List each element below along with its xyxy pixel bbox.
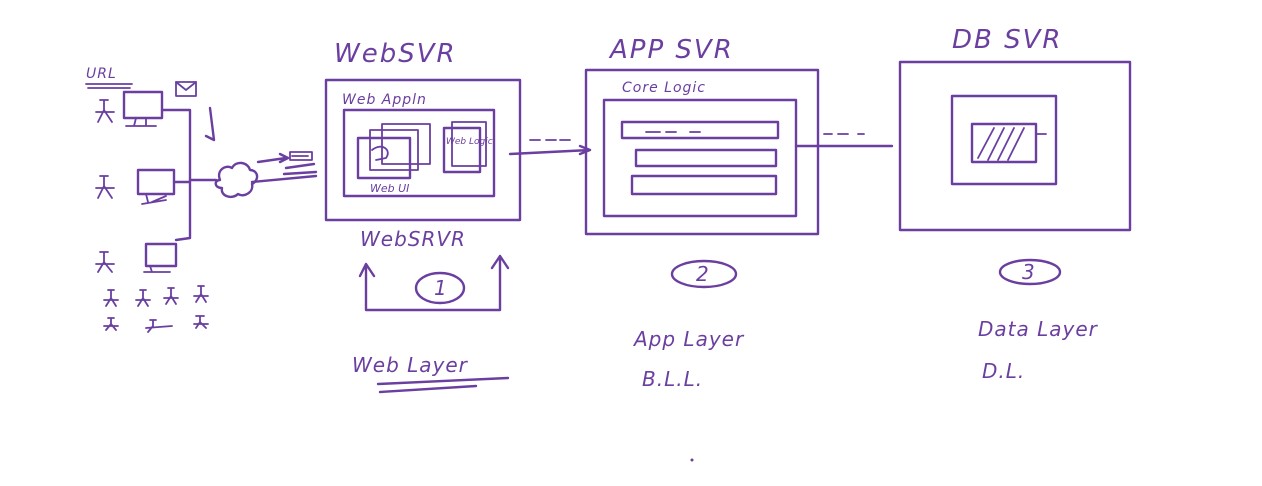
tier-number-circle-1 [414, 271, 466, 305]
database-table-icon [970, 122, 1047, 164]
tier-number-3: 3 [1022, 260, 1036, 284]
web-appln-label: Web Appln [342, 92, 427, 108]
core-logic-label: Core Logic [622, 80, 706, 96]
client-user-1 [95, 90, 164, 127]
client-bus-line [160, 108, 192, 242]
client-user-2 [95, 168, 176, 205]
core-logic-row-1 [620, 120, 780, 140]
tier-number-2: 2 [696, 262, 710, 286]
db-inner-box [950, 94, 1058, 186]
tier-db: DB SVR 3 Data Layer D.L. [898, 25, 1132, 383]
core-logic-box [602, 98, 798, 218]
url-underline [85, 83, 133, 89]
monitor-icon [143, 242, 178, 273]
packet-icon [282, 151, 318, 176]
user-crowd [103, 285, 209, 333]
dbsvr-title: DB SVR [952, 25, 1062, 55]
client-user-3 [95, 242, 178, 273]
monitor-icon [136, 168, 176, 205]
websrvr-caption: WebSRVR [360, 227, 466, 251]
app-layer-label: App Layer [632, 327, 745, 351]
tier-app: APP SVR Core Logic 2 App Layer B.L.L. [584, 35, 820, 391]
core-logic-row-2 [634, 148, 778, 168]
web-layer-underline [376, 376, 510, 394]
request-arrow [256, 152, 290, 164]
web-ui-pages [356, 123, 431, 180]
monitor-icon [122, 90, 164, 127]
url-label: URL [86, 66, 117, 82]
person-icon [95, 251, 115, 273]
tier-number-circle-2 [670, 259, 738, 289]
appsvr-box [584, 68, 820, 236]
appsvr-title: APP SVR [608, 35, 734, 65]
core-logic-row-3 [630, 174, 778, 196]
stray-ink-dot [690, 458, 694, 462]
websvr-title: WebSVR [334, 39, 457, 69]
web-layer-label: Web Layer [352, 353, 469, 377]
bll-label: B.L.L. [642, 367, 703, 391]
envelope-icon [175, 81, 197, 97]
data-layer-label: Data Layer [978, 317, 1099, 341]
tier-number-circle-3 [998, 258, 1062, 286]
cloud-to-websvr-line [250, 174, 318, 184]
tier-web: WebSVR Web Appln Web UI Web Logic WebSRV… [324, 39, 522, 394]
web-to-app-arrow [508, 144, 592, 156]
cloud-icon [214, 161, 259, 199]
web-ui-label: Web UI [370, 182, 409, 195]
person-icon [95, 175, 115, 199]
web-tier-bracket [358, 254, 510, 312]
web-appln-box [342, 108, 496, 198]
down-arrow-hook [204, 106, 216, 142]
websvr-box [324, 78, 522, 222]
client-group: URL [85, 66, 318, 333]
person-icon [95, 99, 115, 123]
web-logic-label: Web Logic [446, 137, 493, 147]
dl-label: D.L. [982, 359, 1025, 383]
tier-number-1: 1 [434, 276, 448, 300]
dbsvr-box [898, 60, 1132, 232]
web-logic-doc [442, 121, 487, 174]
